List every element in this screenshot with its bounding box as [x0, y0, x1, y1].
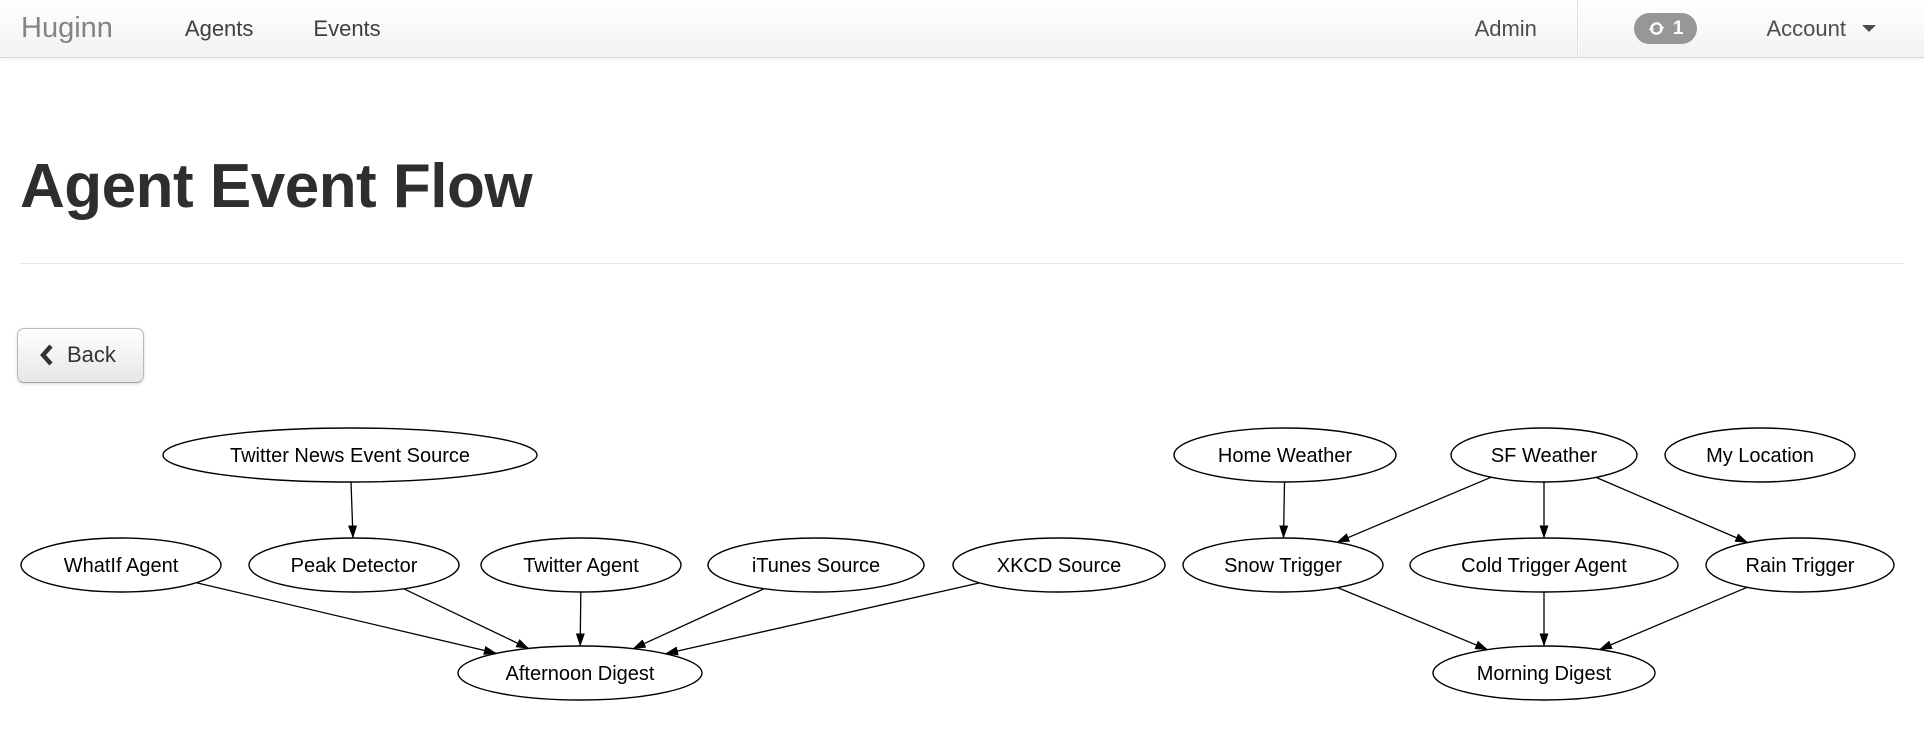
graph-node-label: SF Weather: [1491, 445, 1598, 467]
account-label: Account: [1766, 15, 1847, 41]
account-menu[interactable]: Account: [1766, 15, 1876, 42]
graph-node-label: Peak Detector: [291, 555, 418, 577]
graph-node-itunes-source: iTunes Source: [707, 537, 925, 593]
back-button-label: Back: [67, 341, 116, 367]
graph-node-label: Morning Digest: [1477, 663, 1612, 685]
graph-node-whatif-agent: WhatIf Agent: [20, 537, 222, 593]
navbar-divider: [1576, 0, 1578, 58]
refresh-icon: [1647, 19, 1666, 38]
graph-node-label: WhatIf Agent: [64, 555, 179, 577]
graph-node-sf-weather: SF Weather: [1450, 427, 1638, 483]
graph-node-cold-trigger-agent: Cold Trigger Agent: [1409, 537, 1679, 593]
graph-node-snow-trigger: Snow Trigger: [1182, 537, 1384, 593]
edge-snow-trigger-to-morning-digest: [1337, 586, 1489, 651]
graph-node-xkcd-source: XKCD Source: [952, 537, 1166, 593]
nav-links: Agents Events: [113, 16, 381, 42]
edge-xkcd-source-to-afternoon-digest: [665, 582, 980, 656]
graph-node-twitter-agent: Twitter Agent: [480, 537, 682, 593]
edge-rain-trigger-to-morning-digest: [1598, 586, 1748, 651]
graph-node-label: Twitter Agent: [523, 555, 639, 577]
agent-event-flow-diagram: Twitter News Event Source Home Weather SF …: [0, 415, 1904, 715]
edge-whatif-agent-to-afternoon-digest: [196, 582, 497, 655]
graph-node-label: XKCD Source: [997, 555, 1122, 577]
nav-item-events[interactable]: Events: [313, 15, 381, 41]
graph-node-rain-trigger: Rain Trigger: [1705, 537, 1895, 593]
graph-node-my-location: My Location: [1664, 427, 1856, 483]
nav-item-admin[interactable]: Admin: [1474, 15, 1537, 41]
chevron-left-icon: [39, 344, 54, 366]
graph-node-label: Snow Trigger: [1224, 555, 1342, 577]
navbar: Huginn Agents Events Admin 1 Account: [0, 0, 1924, 58]
graph-node-morning-digest: Morning Digest: [1432, 645, 1656, 701]
edge-sf-weather-to-rain-trigger: [1595, 476, 1749, 544]
graph-node-home-weather: Home Weather: [1173, 427, 1397, 483]
graph-node-peak-detector: Peak Detector: [248, 537, 460, 593]
caret-down-icon: [1862, 25, 1876, 32]
graph-node-label: Home Weather: [1218, 445, 1352, 467]
edge-home-weather-to-snow-trigger: [1279, 481, 1289, 539]
edge-twitter-news-event-source-to-peak-detector: [348, 481, 358, 539]
edge-peak-detector-to-afternoon-digest: [403, 588, 530, 650]
graph-node-label: Afternoon Digest: [506, 663, 655, 685]
navbar-right: Admin 1 Account: [1474, 0, 1876, 58]
page-title: Agent Event Flow: [20, 152, 533, 221]
graph-node-label: Rain Trigger: [1746, 555, 1855, 577]
edge-sf-weather-to-snow-trigger: [1336, 476, 1492, 543]
graph-node-twitter-news-event-source: Twitter News Event Source: [162, 427, 538, 483]
nav-item-agents[interactable]: Agents: [184, 15, 254, 41]
edge-itunes-source-to-afternoon-digest: [632, 588, 765, 650]
brand-logo[interactable]: Huginn: [21, 12, 113, 44]
title-divider: [20, 262, 1904, 264]
graph-node-label: Twitter News Event Source: [230, 445, 470, 467]
page-content: Agent Event Flow Back Twitter News Event…: [0, 152, 1924, 715]
graph-node-afternoon-digest: Afternoon Digest: [457, 645, 703, 701]
graph-node-label: iTunes Source: [752, 555, 880, 577]
back-button[interactable]: Back: [17, 327, 144, 383]
graph-node-label: My Location: [1706, 445, 1814, 467]
badge-count: 1: [1672, 17, 1684, 39]
event-count-badge[interactable]: 1: [1633, 13, 1697, 44]
graph-node-label: Cold Trigger Agent: [1461, 555, 1627, 577]
agent-flow-graph: Twitter News Event Source Home Weather SF …: [20, 427, 1895, 701]
edge-twitter-agent-to-afternoon-digest: [575, 591, 585, 647]
